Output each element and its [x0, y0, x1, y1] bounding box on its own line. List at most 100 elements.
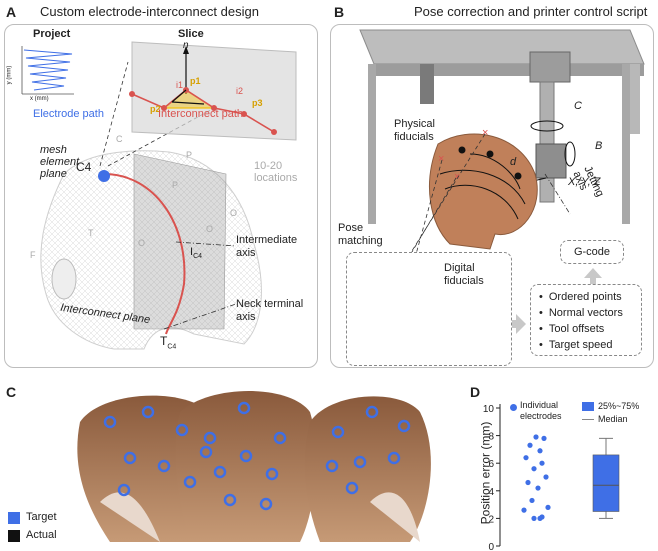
- z-carriage: [529, 51, 571, 83]
- legend-actual-label: Actual: [26, 529, 57, 541]
- chart-ylabel: Position error (mm): [478, 421, 493, 525]
- point-p2: p2: [150, 104, 161, 114]
- site-p-1: P: [186, 150, 193, 160]
- legend-median-line: [582, 419, 594, 420]
- iqr-box: [592, 454, 620, 512]
- legend-actual-swatch: [8, 530, 20, 542]
- list-item-target-speed: Target speed: [539, 337, 641, 353]
- panel-letter-d: D: [470, 384, 481, 400]
- index-i1: i1: [176, 80, 184, 90]
- data-point-10: [529, 497, 535, 504]
- legend-box-label: 25%~75%: [598, 401, 640, 411]
- slice-label: Slice: [178, 28, 204, 40]
- physical-fiducials-label: Physical fiducials: [394, 118, 435, 143]
- legend-median-label: Median: [598, 414, 628, 424]
- data-point-2: [527, 442, 533, 448]
- electrode-spiral: [23, 49, 73, 91]
- point-p3: p3: [252, 98, 263, 108]
- data-point-7: [543, 474, 549, 480]
- site-t: T: [88, 228, 94, 238]
- normal-vector-label: n: [183, 40, 189, 51]
- ic4-label: IC4: [190, 246, 203, 261]
- neck-axis-label: Neck terminal axis: [236, 298, 304, 323]
- gantry-leg-right: [622, 64, 630, 224]
- electrode-c4-dot: [98, 170, 110, 182]
- gcode-box: G-code: [560, 240, 624, 264]
- svg-text:×: ×: [454, 171, 460, 183]
- panel-b-title: Pose correction and printer control scri…: [414, 4, 648, 19]
- data-point-5: [539, 460, 545, 466]
- panel-letter-c: C: [6, 384, 17, 400]
- intermediate-axis-label: Intermediate axis: [236, 234, 298, 259]
- legend-target-label: Target: [26, 511, 57, 523]
- data-point-15: [537, 515, 543, 521]
- panel-a-illustration: [21, 41, 297, 350]
- svg-text:×: ×: [438, 153, 444, 165]
- xyz-label: X, Y, Z: [568, 176, 601, 188]
- ear: [51, 258, 77, 300]
- slice-plane: [131, 41, 297, 141]
- d-label: d: [510, 156, 517, 168]
- legend-box-swatch: [582, 402, 594, 411]
- data-point-11: [545, 504, 551, 510]
- data-point-12: [521, 507, 527, 513]
- interconnect-path-label: Interconnect path: [158, 108, 244, 120]
- legend-target-swatch: [8, 512, 20, 524]
- photo-head-center: [175, 391, 317, 542]
- y-tick-label-2: 4: [488, 487, 494, 498]
- panel-letter-b: B: [334, 4, 345, 20]
- project-ylabel: y (mm): [6, 65, 13, 85]
- rot-b-label: B: [595, 140, 603, 152]
- data-point-8: [525, 479, 531, 486]
- data-point-6: [531, 466, 537, 472]
- site-p-2: P: [172, 180, 179, 190]
- c4-label: C4: [76, 160, 92, 174]
- mesh-element-plane-label: mesh element plane: [40, 144, 80, 180]
- index-i2: i2: [236, 86, 244, 96]
- data-point-14: [531, 515, 537, 521]
- project-label: Project: [33, 28, 71, 40]
- svg-text:×: ×: [482, 127, 488, 139]
- data-point-9: [535, 485, 541, 491]
- data-point-1: [541, 435, 547, 441]
- panel-a-title: Custom electrode-interconnect design: [40, 4, 259, 19]
- locations-label: 10-20 locations: [254, 160, 298, 184]
- slice-interconnect: [131, 89, 275, 133]
- y-tick-label-4: 8: [488, 432, 494, 443]
- y-tick-label-1: 2: [488, 514, 494, 525]
- head-mesh: [40, 150, 262, 350]
- gantry-top: [359, 29, 645, 65]
- site-o-2: O: [206, 224, 214, 234]
- panel-letter-a: A: [6, 4, 17, 20]
- data-point-3: [537, 448, 543, 454]
- site-o-3: O: [230, 208, 238, 218]
- legend-points-marker: [510, 404, 517, 411]
- arrow-to-list: [506, 314, 526, 334]
- chart-points: [521, 434, 551, 521]
- data-point-4: [523, 455, 529, 461]
- digital-fiducials-box: [346, 252, 512, 366]
- list-item-normal-vectors: Normal vectors: [539, 305, 641, 321]
- interconnect-curve: [103, 173, 186, 335]
- digital-fiducials-label: Digital fiducials: [444, 262, 484, 287]
- project-xlabel: x (mm): [30, 96, 49, 102]
- legend-points-label: Individual electrodes: [520, 400, 562, 421]
- arrow-to-gcode: [584, 268, 602, 286]
- list-item-ordered-points: Ordered points: [539, 289, 641, 305]
- chart-box: [592, 437, 620, 519]
- y-tick-label-5: 10: [483, 404, 495, 415]
- print-head: [535, 143, 567, 179]
- script-list-box: Ordered points Normal vectors Tool offse…: [530, 284, 642, 356]
- pose-matching-label: Pose matching: [338, 222, 383, 247]
- target-electrodes: [103, 401, 411, 511]
- y-tick-label-3: 6: [488, 459, 494, 470]
- panel-c-photos: [77, 391, 431, 542]
- tc4-label: TC4: [160, 334, 177, 351]
- data-point-0: [533, 434, 539, 440]
- site-o-1: O: [138, 238, 146, 248]
- list-item-tool-offsets: Tool offsets: [539, 321, 641, 337]
- rot-c-label: C: [574, 100, 582, 112]
- gantry-leg-left: [368, 64, 376, 224]
